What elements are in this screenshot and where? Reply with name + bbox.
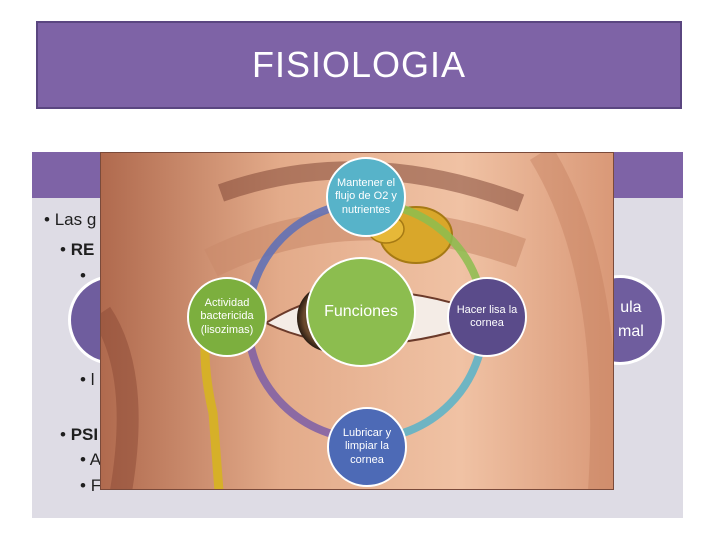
- bullet-line-4: • l: [80, 370, 95, 389]
- slide-title: FISIOLOGIA: [251, 44, 467, 85]
- bullet-line-2: • RE: [60, 240, 95, 259]
- bullet-text-1: Las g: [54, 210, 97, 229]
- bullet-line-5: • PSI: [60, 425, 99, 444]
- side-circle-right-line2: mal: [618, 323, 644, 340]
- node-bottom-label: Lubricar y limpiar la cornea: [342, 427, 392, 466]
- node-center: Funciones: [306, 257, 416, 367]
- node-bottom: Lubricar y limpiar la cornea: [327, 407, 407, 487]
- bullet-line-6: • A: [80, 450, 102, 469]
- bullet-text-4: l: [90, 370, 95, 389]
- bullet-line-3: •: [80, 266, 86, 285]
- node-right: Hacer lisa la cornea: [447, 277, 527, 357]
- bullet-line-7: • F: [80, 476, 102, 495]
- nose-shadow: [101, 306, 139, 489]
- node-top: Mantener el flujo de O2 y nutrientes: [326, 157, 406, 237]
- bullet-line-1: • Las g: [44, 210, 97, 229]
- bullet-text-7: F: [90, 476, 102, 495]
- side-circle-right-line1: ula: [620, 299, 642, 316]
- bullet-text-6: A: [89, 450, 102, 469]
- node-left: Actividad bactericida (lisozimas): [187, 277, 267, 357]
- bullet-text-2: RE: [70, 240, 95, 259]
- node-left-label: Actividad bactericida (lisozimas): [200, 297, 254, 336]
- node-right-label: Hacer lisa la cornea: [456, 303, 518, 329]
- node-top-label: Mantener el flujo de O2 y nutrientes: [335, 177, 397, 216]
- eye-anatomy-image: Mantener el flujo de O2 y nutrientes Fun…: [100, 152, 614, 490]
- bullet-text-5: PSI: [70, 425, 99, 444]
- node-center-label: Funciones: [324, 303, 398, 321]
- temple-shadow: [529, 153, 613, 489]
- title-box: FISIOLOGIA: [36, 21, 682, 109]
